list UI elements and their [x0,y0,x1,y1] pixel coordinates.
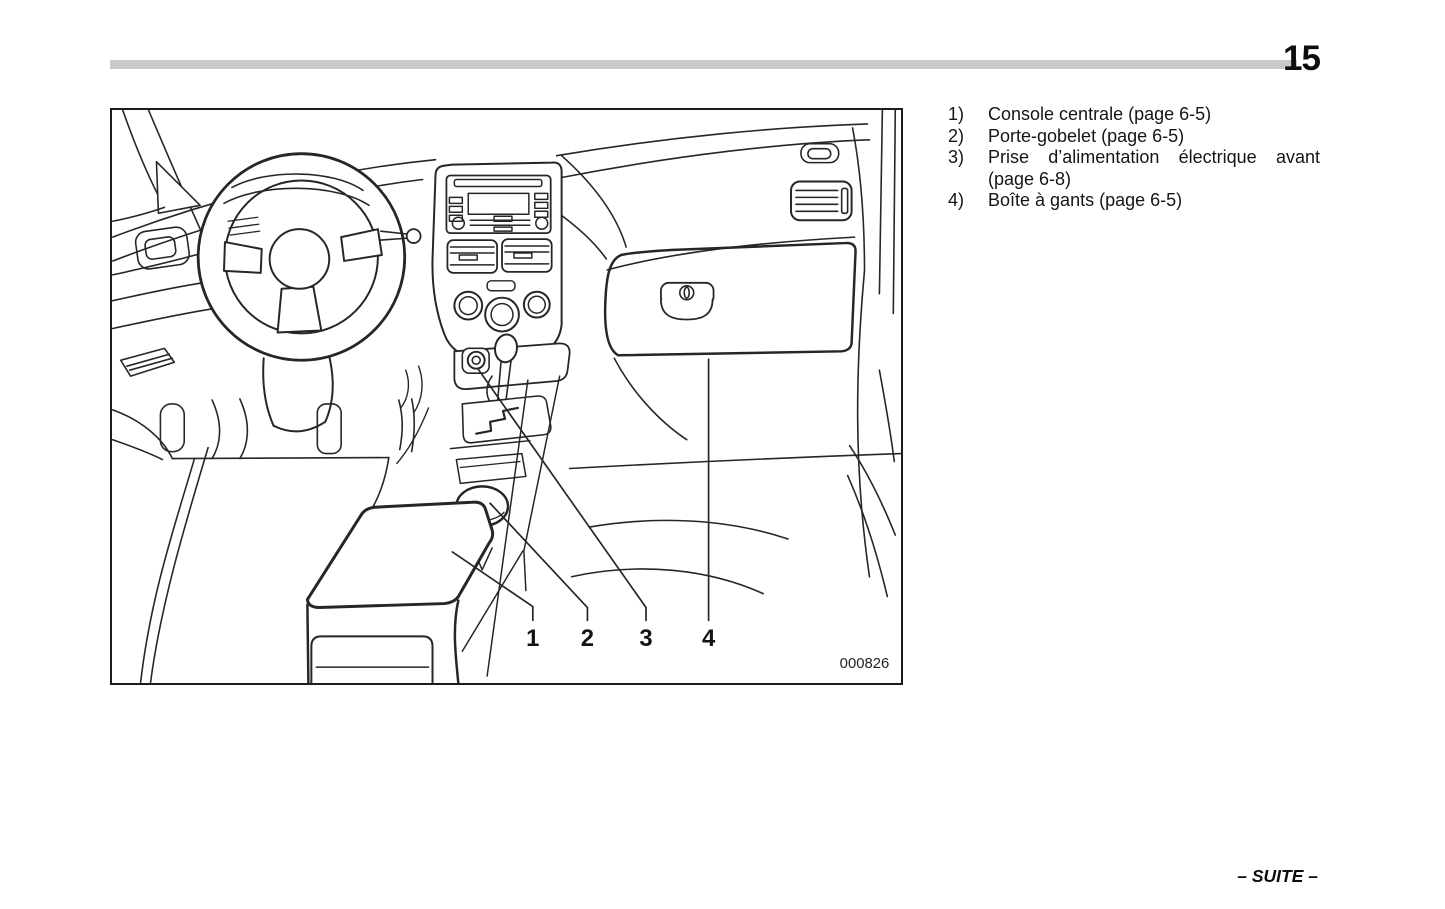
header-rule [110,60,1297,69]
legend-label-3: Prise d’alimentation électrique avant (p… [988,147,1320,189]
legend-label-1: Console centrale (page 6-5) [988,104,1212,124]
legend-item-2: 2) Porte-gobelet (page 6-5) [948,126,1320,148]
driver-seat-drawing [112,398,416,683]
interior-diagram-drawing: 1 2 3 4 000826 [112,110,901,683]
legend: 1) Console centrale (page 6-5) 2) Porte-… [948,104,1320,212]
callout-line-1 [451,551,534,622]
radio-unit-drawing [445,174,552,235]
stalk-lever-drawing [380,230,409,241]
callout-number-1: 1 [526,625,539,652]
legend-item-1: 1) Console centrale (page 6-5) [948,104,1320,126]
callout-number-4: 4 [702,625,716,652]
side-vent-drawing [790,142,853,222]
callout-line-2 [489,502,589,622]
glove-box-drawing [603,236,857,357]
legend-marker-2: 2) [948,125,965,146]
page-number: 15 [1283,39,1321,78]
legend-label-4: Boîte à gants (page 6-5) [988,190,1183,210]
dashboard-and-passenger-side-drawing [112,154,901,598]
callout-number-3: 3 [639,625,652,652]
legend-item-3: 3) Prise d’alimentation électrique avant… [948,147,1320,190]
center-vent-right-drawing [501,238,553,273]
center-vent-left-drawing [446,239,498,274]
callout-line-3 [477,368,647,622]
footer-suite: – SUITE – [1237,866,1318,886]
legend-item-4: 4) Boîte à gants (page 6-5) [948,190,1320,212]
legend-marker-3: 3) [948,147,965,167]
legend-label-2: Porte-gobelet (page 6-5) [988,125,1185,146]
callout-lines [451,358,710,622]
armrest-console-drawing [305,500,495,683]
steering-wheel-drawing [196,152,422,433]
legend-marker-1: 1) [948,104,965,124]
legend-marker-4: 4) [948,190,965,210]
windshield-and-pillars-drawing [112,110,897,315]
interior-diagram-figure: 1 2 3 4 000826 [110,108,903,685]
center-stack-drawing [431,161,563,361]
figure-code: 000826 [840,656,890,672]
callout-number-2: 2 [581,625,594,652]
shift-lever-drawing [494,333,518,364]
